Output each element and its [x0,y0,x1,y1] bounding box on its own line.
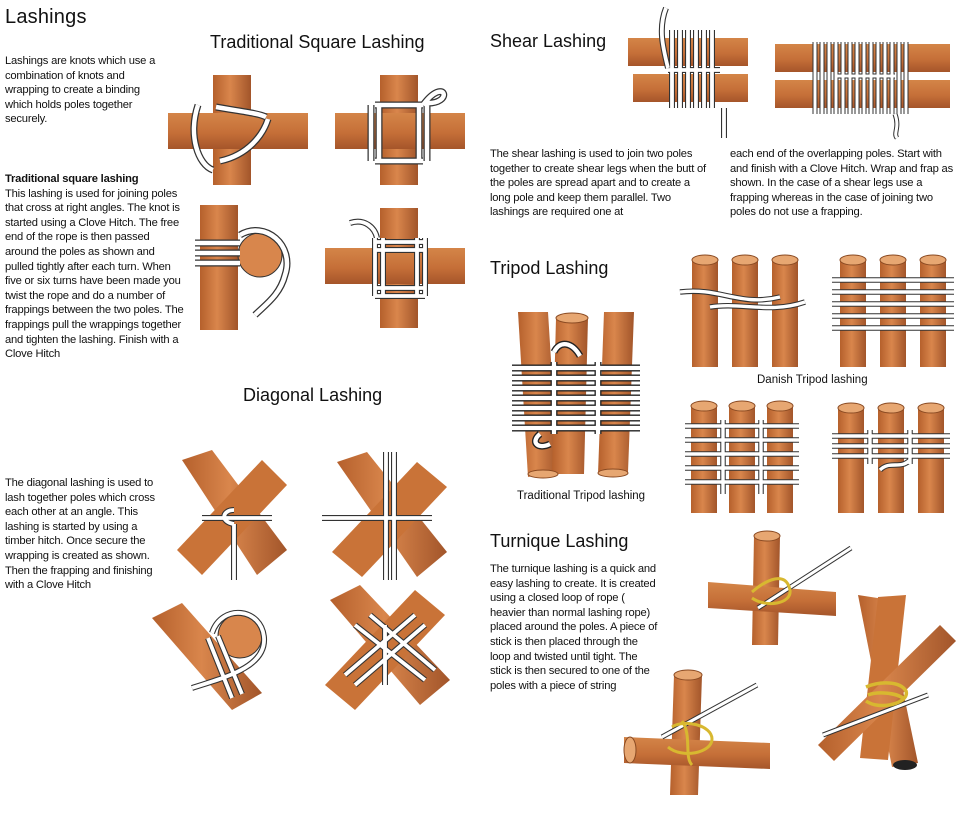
turnique-step3-illustration [818,595,956,770]
diagonal-heading: Diagonal Lashing [243,385,383,405]
diagonal-lashing-step4-illustration [325,585,450,710]
danish-tripod-step4-illustration [832,402,950,513]
turnique-step2-illustration [623,669,770,795]
danish-tripod-step1-illustration [679,254,806,367]
turnique-body: The turnique lashing is a quick and easy… [490,563,658,692]
shear-heading: Shear Lashing [490,31,607,51]
turnique-step1-illustration [708,530,853,645]
square-lashing-step4-illustration [325,208,465,328]
danish-tripod-step2-illustration [832,254,954,367]
diagonal-lashing-step2-illustration [322,452,447,580]
page-title: Lashings [5,6,87,28]
intro-paragraph: Lashings are knots which use a combinati… [5,55,156,126]
square-body: This lashing is used for joining poles t… [5,187,184,361]
diagonal-lashing-step3-illustration [152,603,267,710]
shear-body-col2: each end of the overlapping poles. Start… [730,148,953,219]
shear-body-col1: The shear lashing is used to join two po… [490,148,706,219]
traditional-tripod-illustration [512,312,640,479]
square-lashing-step2-illustration [335,75,465,185]
danish-tripod-step3-illustration [685,400,799,513]
shear-lashing-step1-illustration [628,6,748,138]
tripod-heading: Tripod Lashing [490,258,609,278]
square-subheading: Traditional square lashing [5,173,139,185]
danish-tripod-caption: Danish Tripod lashing [757,374,868,386]
turnique-heading: Turnique Lashing [490,531,629,551]
square-lashing-step3-illustration [195,205,291,330]
traditional-tripod-caption: Traditional Tripod lashing [517,490,646,502]
diagonal-lashing-step1-illustration [177,450,287,580]
diagonal-body: The diagonal lashing is used to lash tog… [5,477,155,592]
square-heading: Traditional Square Lashing [210,32,425,52]
square-lashing-text: Traditional square lashing This lashing … [5,172,185,362]
shear-lashing-step2-illustration [775,42,950,140]
square-lashing-step1-illustration [168,75,308,185]
